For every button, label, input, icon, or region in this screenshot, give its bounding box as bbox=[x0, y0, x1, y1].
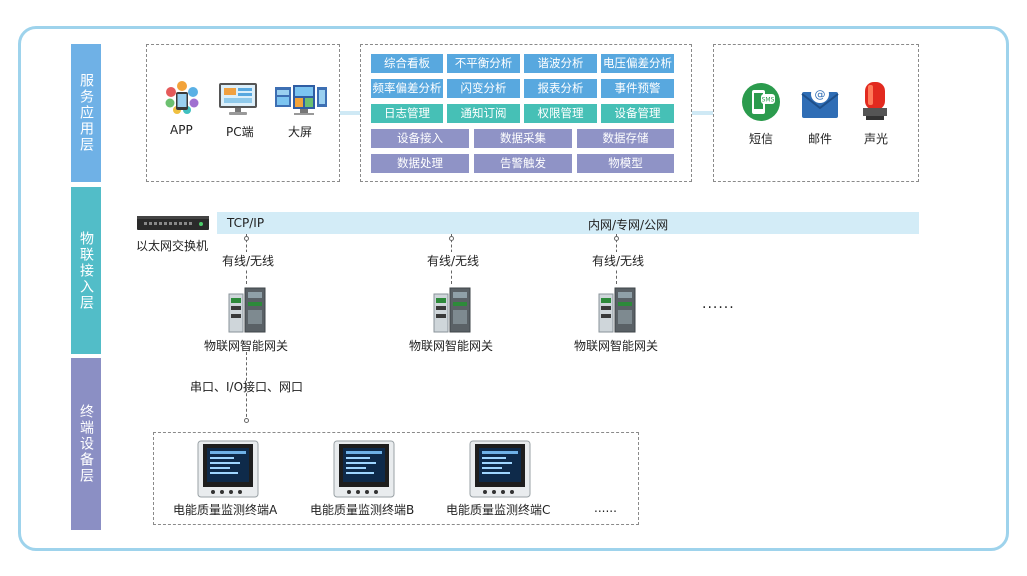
module-overview: 综合看板 bbox=[371, 54, 443, 73]
link-type-label-2: 有线/无线 bbox=[425, 252, 482, 269]
module-log: 日志管理 bbox=[371, 104, 443, 123]
alert-label-mail: 邮件 bbox=[808, 132, 833, 146]
module-thing-model: 物模型 bbox=[577, 154, 674, 173]
terminal-more-label: ...... bbox=[594, 501, 617, 515]
layer-access-label: 物联接入层 bbox=[71, 187, 101, 354]
link-type-label-3: 有线/无线 bbox=[590, 252, 647, 269]
power-meter-icon-a bbox=[197, 440, 259, 498]
gateway-device-icon-1 bbox=[228, 287, 266, 333]
sms-icon: SMS bbox=[742, 83, 780, 121]
gateway-label-3: 物联网智能网关 bbox=[574, 339, 659, 353]
client-label-pc: PC端 bbox=[226, 125, 254, 139]
link-type-label-1: 有线/无线 bbox=[220, 252, 277, 269]
module-data-storage: 数据存储 bbox=[577, 129, 674, 148]
svg-text:@: @ bbox=[815, 88, 826, 101]
alert-label-light: 声光 bbox=[864, 132, 889, 146]
clients-box bbox=[146, 44, 340, 182]
gateway-more-label: ...... bbox=[702, 296, 735, 312]
protocol-label: TCP/IP bbox=[227, 216, 265, 230]
drop-dot-2 bbox=[449, 236, 454, 241]
connector-clients-modules bbox=[340, 111, 360, 115]
network-types-label: 内网/专网/公网 bbox=[588, 218, 669, 232]
app-cloud-icon bbox=[165, 81, 199, 114]
alerts-box bbox=[713, 44, 919, 182]
power-meter-icon-c bbox=[469, 440, 531, 498]
connector-modules-alerts bbox=[692, 111, 713, 115]
outer-frame bbox=[18, 26, 1009, 551]
module-permission: 权限管理 bbox=[524, 104, 597, 123]
module-data-process: 数据处理 bbox=[371, 154, 469, 173]
terminal-drop-line bbox=[246, 352, 247, 422]
module-event-alert: 事件预警 bbox=[601, 79, 674, 98]
power-meter-icon-b bbox=[333, 440, 395, 498]
network-bus bbox=[217, 212, 919, 234]
layer-service-label: 服务应用层 bbox=[71, 44, 101, 182]
module-device-mgmt: 设备管理 bbox=[601, 104, 674, 123]
gateway-device-icon-2 bbox=[433, 287, 471, 333]
module-flicker: 闪变分析 bbox=[447, 79, 520, 98]
client-label-big-screen: 大屏 bbox=[288, 125, 313, 139]
ethernet-switch-icon bbox=[137, 216, 209, 230]
pc-monitor-icon bbox=[219, 83, 257, 115]
terminal-drop-dot bbox=[244, 418, 249, 423]
terminal-label-b: 电能质量监测终端B bbox=[310, 503, 415, 517]
terminal-label-a: 电能质量监测终端A bbox=[173, 503, 278, 517]
module-alarm-trigger: 告警触发 bbox=[474, 154, 572, 173]
module-notify: 通知订阅 bbox=[447, 104, 520, 123]
drop-dot-1 bbox=[244, 236, 249, 241]
mail-icon: @ bbox=[801, 85, 839, 118]
terminal-label-c: 电能质量监测终端C bbox=[446, 503, 551, 517]
layer-terminal-label: 终端设备层 bbox=[71, 358, 101, 530]
terminals-box bbox=[153, 432, 639, 525]
gateway-label-2: 物联网智能网关 bbox=[409, 339, 494, 353]
gateway-label-1: 物联网智能网关 bbox=[204, 339, 289, 353]
switch-label: 以太网交换机 bbox=[136, 239, 209, 253]
module-harmonic: 谐波分析 bbox=[524, 54, 597, 73]
drop-dot-3 bbox=[614, 236, 619, 241]
client-label-app: APP bbox=[170, 123, 193, 137]
module-device-access: 设备接入 bbox=[371, 129, 469, 148]
module-unbalance: 不平衡分析 bbox=[447, 54, 520, 73]
alert-label-sms: 短信 bbox=[749, 132, 774, 146]
alarm-light-icon bbox=[863, 82, 887, 120]
big-screen-icon bbox=[275, 85, 327, 115]
module-frequency-deviation: 频率偏差分析 bbox=[371, 79, 443, 98]
module-voltage-deviation: 电压偏差分析 bbox=[601, 54, 674, 73]
module-report: 报表分析 bbox=[524, 79, 597, 98]
svg-text:SMS: SMS bbox=[762, 97, 775, 104]
gateway-device-icon-3 bbox=[598, 287, 636, 333]
modules-box bbox=[360, 44, 692, 182]
module-data-collect: 数据采集 bbox=[474, 129, 572, 148]
